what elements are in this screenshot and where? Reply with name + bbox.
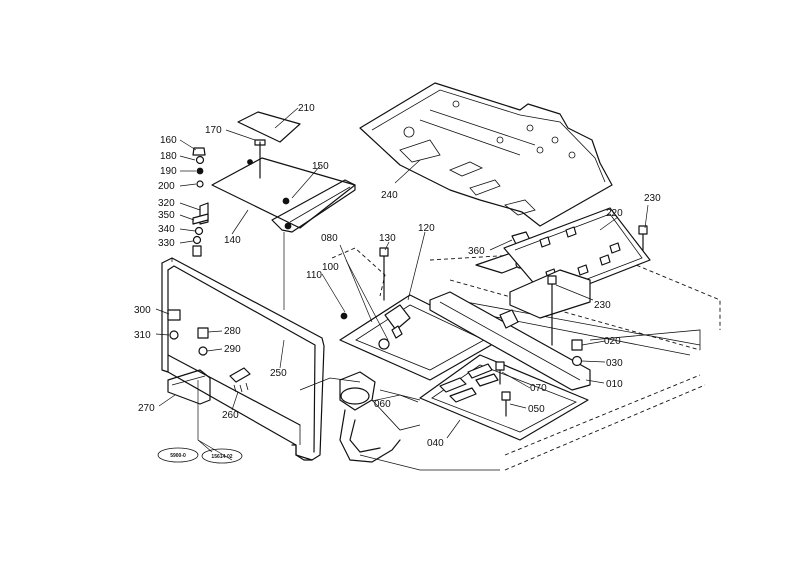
tag-oval-left [157, 447, 199, 463]
tag-oval-right [201, 448, 243, 464]
bracket-270 [167, 369, 211, 405]
label-260: 260 [222, 410, 239, 421]
label-180: 180 [160, 151, 177, 162]
label-290: 290 [224, 344, 241, 355]
leader-lines [155, 107, 649, 461]
front-frame-250 [161, 257, 325, 461]
label-110: 110 [306, 270, 322, 281]
bracket-080 [331, 247, 386, 297]
label-280: 280 [224, 326, 241, 337]
label-160: 160 [160, 135, 177, 146]
label-130: 130 [379, 233, 396, 244]
fastener-stack-top [192, 147, 206, 188]
label-010: 010 [606, 379, 623, 390]
label-320: 320 [158, 198, 175, 209]
label-210: 210 [298, 103, 315, 114]
fastener-stack-bottom [192, 202, 209, 257]
label-230-lower: 230 [594, 300, 611, 311]
label-240: 240 [381, 190, 398, 201]
bolt-170 [254, 139, 266, 179]
switch-260 [229, 367, 251, 393]
cover-plate-140 [211, 157, 356, 233]
bolts-left-front [167, 309, 209, 356]
label-330: 330 [158, 238, 175, 249]
reference-tags: 5900-0 15614-02 [157, 447, 243, 464]
floor-plate [359, 82, 613, 227]
center-plate [339, 294, 501, 381]
label-070: 070 [530, 383, 547, 394]
label-170: 170 [205, 125, 222, 136]
part-labels: 210 170 160 180 190 200 150 140 320 350 … [134, 103, 661, 449]
plate-230-lower [509, 269, 591, 346]
label-040: 040 [427, 438, 444, 449]
label-060: 060 [374, 399, 391, 410]
label-plate-210 [237, 111, 301, 143]
rail-010 [429, 291, 591, 391]
bolts-right [571, 339, 583, 367]
label-020: 020 [604, 336, 621, 347]
label-350: 350 [158, 210, 175, 221]
pedal-plate-040 [419, 354, 589, 441]
reference-lines [197, 232, 285, 440]
label-150: 150 [312, 161, 329, 172]
label-120: 120 [418, 223, 435, 234]
label-310: 310 [134, 330, 151, 341]
tag-left: 5900-0 [170, 453, 186, 459]
label-140: 140 [224, 235, 241, 246]
bolt-230-top [638, 225, 648, 251]
tag-right: 15614-02 [211, 454, 232, 460]
chassis-outline [299, 249, 721, 471]
label-220: 220 [606, 208, 623, 219]
label-270: 270 [138, 403, 155, 414]
label-230-top: 230 [644, 193, 661, 204]
label-360: 360 [468, 246, 485, 257]
label-190: 190 [160, 166, 177, 177]
label-080: 080 [321, 233, 338, 244]
label-100: 100 [322, 262, 339, 273]
label-340: 340 [158, 224, 175, 235]
pedal-assembly-060 [339, 371, 500, 471]
label-250: 250 [270, 368, 287, 379]
label-030: 030 [606, 358, 623, 369]
bolt-130 [379, 247, 389, 301]
label-200: 200 [158, 181, 175, 192]
label-300: 300 [134, 305, 151, 316]
label-050: 050 [528, 404, 545, 415]
